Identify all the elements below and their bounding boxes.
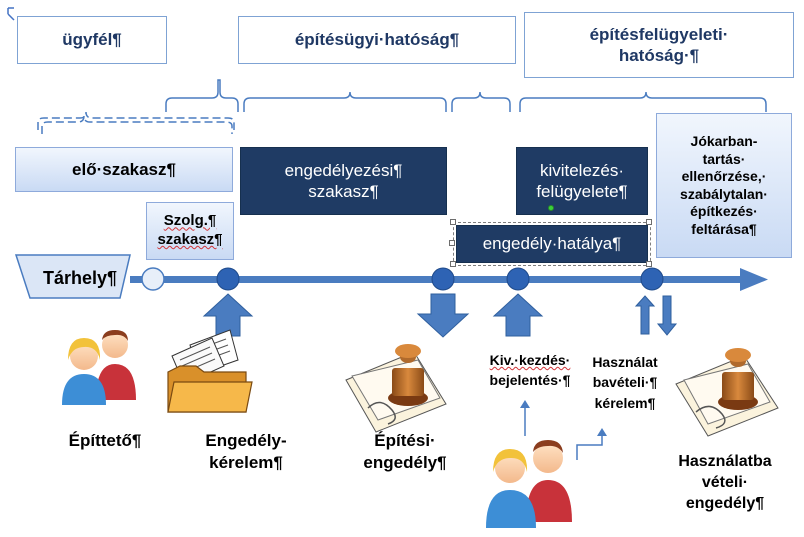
maintenance-check-box: Jókarban- tartás· ellenőrzése,· szabályt…	[656, 113, 792, 258]
building-permit-label: Építési· engedély¶	[363, 431, 447, 473]
milestone-use	[640, 267, 664, 291]
use-permit-label: Használatba vételi· engedély¶	[678, 453, 772, 512]
role-building-authority-label: építésügyi·hatóság¶	[294, 30, 460, 50]
up-arrow-notice	[492, 293, 544, 337]
milestone-start	[141, 267, 165, 291]
stamp-document-icon	[345, 344, 447, 433]
role-client-label: ügyfél¶	[62, 30, 122, 50]
permit-phase-label: engedélyezési¶ szakasz¶	[284, 160, 403, 201]
permit-validity-box[interactable]: engedély·hatálya¶	[453, 222, 651, 266]
role-building-authority-box: építésügyi·hatóság¶	[238, 16, 516, 64]
pre-phase-box: elő·szakasz¶	[15, 147, 233, 192]
service-phase-label: Szolg.¶ szakasz¶	[157, 212, 223, 248]
up-arrow-request	[202, 293, 254, 337]
permit-request-label: Engedély- kérelem¶	[205, 431, 287, 473]
role-client-box: ügyfél¶	[17, 16, 167, 64]
resize-handle[interactable]	[646, 261, 652, 267]
milestone-permit	[431, 267, 455, 291]
resize-handle[interactable]	[450, 261, 456, 267]
stamp-document-icon-2	[675, 348, 779, 437]
milestone-start-notice	[506, 267, 530, 291]
role-supervision-authority-label: építésfelügyeleti· hatóság·¶	[589, 24, 729, 65]
construction-supervision-label: kivitelezés· felügyelete¶	[536, 160, 628, 201]
use-request-label: Használat bavételi·¶ kérelem¶	[592, 354, 658, 411]
timeline-start-label: Tárhely¶	[42, 268, 118, 288]
start-notice-line2: bejelentés·¶	[489, 372, 571, 389]
rotate-handle[interactable]	[548, 205, 554, 211]
up-arrow-use	[634, 295, 656, 335]
service-phase-box: Szolg.¶ szakasz¶	[146, 202, 234, 260]
resize-handle[interactable]	[450, 219, 456, 225]
builder-label: Építtető¶	[68, 431, 142, 450]
resize-handle[interactable]	[449, 240, 455, 246]
maintenance-check-label: Jókarban- tartás· ellenőrzése,· szabályt…	[680, 133, 768, 237]
down-arrow-permit	[416, 293, 470, 338]
down-arrow-use	[656, 295, 678, 336]
resize-handle[interactable]	[646, 219, 652, 225]
connector-arrows	[520, 400, 607, 460]
role-supervision-authority-box: építésfelügyeleti· hatóság·¶	[524, 12, 794, 78]
milestones	[141, 267, 664, 291]
builder-people-icon	[62, 330, 136, 405]
start-notice-label: Kiv.·kezdés· bejelentés·¶	[470, 350, 590, 391]
start-notice-line1: Kiv.·kezdés·	[489, 352, 571, 368]
construction-supervision-box: kivitelezés· felügyelete¶	[516, 147, 648, 215]
corner-marker-icon	[7, 7, 15, 21]
folder-documents-icon	[167, 329, 253, 413]
phase-braces	[37, 79, 767, 134]
people-icon	[486, 440, 572, 528]
pre-phase-label: elő·szakasz¶	[72, 159, 176, 179]
block-arrows	[202, 293, 678, 338]
milestone-request	[216, 267, 240, 291]
permit-phase-box: engedélyezési¶ szakasz¶	[240, 147, 447, 215]
permit-validity-label: engedély·hatálya¶	[482, 234, 622, 254]
